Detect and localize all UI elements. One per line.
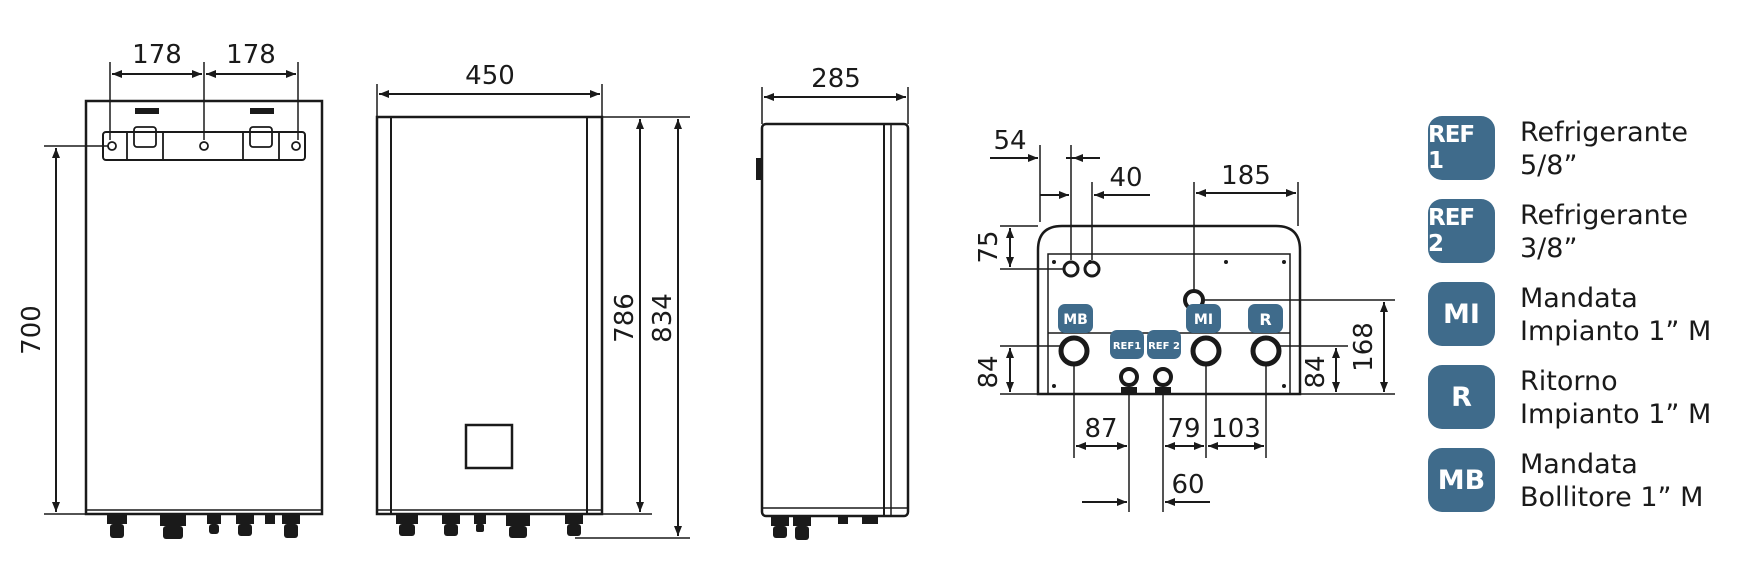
legend-line2: Bollitore 1” M [1520,482,1704,513]
svg-text:REF 2: REF 2 [1148,341,1180,352]
svg-text:R: R [1259,310,1271,329]
legend-line2: Impianto 1” M [1520,399,1712,430]
dim-bottom-40: 40 [1109,163,1142,193]
badge-mi: MI [1186,304,1221,333]
dim-bottom-168: 168 [1349,322,1379,372]
legend-text-mb: Mandata Bollitore 1” M [1520,448,1703,514]
legend-text-mi: Mandata Impianto 1” M [1520,282,1711,348]
svg-text:MI: MI [1194,312,1213,328]
legend-line2: Impianto 1” M [1520,316,1712,347]
front-view: 178 178 700 [17,40,324,539]
badge-ref1: REF1 [1110,330,1144,359]
dim-bottom-54: 54 [993,126,1026,156]
legend-item-mi: MI Mandata Impianto 1” M [1428,278,1728,361]
dim-bottom-185: 185 [1221,161,1271,191]
dim-front-700: 700 [17,305,47,355]
front-fittings [107,514,300,539]
legend-text-ref2: Refrigerante 3/8” [1520,199,1688,265]
legend-line1: Ritorno [1520,366,1618,397]
side-view-a: 450 786 834 [375,61,690,539]
legend-line2: 3/8” [1520,233,1578,264]
legend-badge-ref1: REF 1 [1428,116,1495,180]
legend-text-r: Ritorno Impianto 1” M [1520,365,1711,431]
dim-front-178-right: 178 [226,40,276,70]
dim-bottom-84-right: 84 [1301,355,1331,388]
dim-bottom-84-left: 84 [974,355,1004,388]
svg-text:REF1: REF1 [1113,341,1141,352]
bottom-view: MB REF1 REF 2 MI R 54 40 [974,126,1395,512]
badge-r: R [1248,304,1283,333]
dim-side-450: 450 [465,61,515,91]
legend-badge-mi: MI [1428,282,1495,346]
dim-bottom-75: 75 [974,230,1004,263]
legend-text-ref1: Refrigerante 5/8” [1520,116,1688,182]
legend-item-mb: MB Mandata Bollitore 1” M [1428,444,1728,527]
svg-text:MB: MB [1063,312,1088,328]
dim-bottom-79: 79 [1167,414,1200,444]
dim-side-786: 786 [610,293,640,343]
legend-item-ref2: REF 2 Refrigerante 3/8” [1428,195,1728,278]
legend-badge-mb: MB [1428,448,1495,512]
dim-front-178-left: 178 [132,40,182,70]
legend-line1: Refrigerante [1520,200,1688,231]
dim-bottom-87: 87 [1084,414,1117,444]
legend-line2: 5/8” [1520,150,1578,181]
legend-line1: Mandata [1520,449,1638,480]
legend-badge-r: R [1428,365,1495,429]
badge-ref2: REF 2 [1147,330,1181,359]
side-view-b: 285 [756,64,910,540]
dim-bottom-103: 103 [1211,414,1261,444]
dim-bottom-60: 60 [1171,470,1204,500]
legend-line1: Mandata [1520,283,1638,314]
legend-item-r: R Ritorno Impianto 1” M [1428,361,1728,444]
legend: REF 1 Refrigerante 5/8” REF 2 Refrigeran… [1428,112,1728,527]
legend-badge-ref2: REF 2 [1428,199,1495,263]
badge-mb: MB [1058,304,1093,333]
legend-item-ref1: REF 1 Refrigerante 5/8” [1428,112,1728,195]
dim-side-285: 285 [811,64,861,94]
legend-line1: Refrigerante [1520,117,1688,148]
dim-side-834: 834 [648,293,678,343]
